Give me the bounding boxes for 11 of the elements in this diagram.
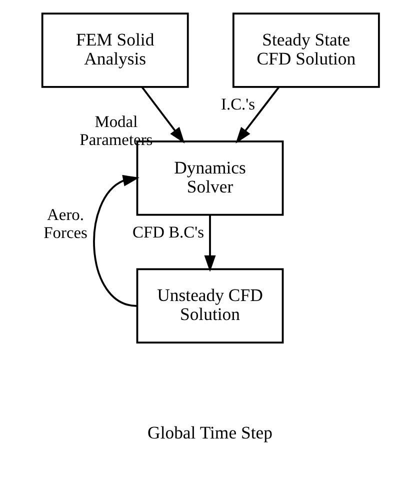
edge-label: I.C.'s [220, 94, 255, 114]
edge-label: CFD B.C's [132, 222, 204, 242]
arrow [235, 86, 280, 144]
edge-label: Aero. Forces [43, 205, 87, 242]
node-box: Unsteady CFD Solution [136, 268, 284, 344]
node-box: Steady State CFD Solution [232, 12, 380, 88]
label: Global Time Step [147, 422, 272, 442]
node-box: FEM Solid Analysis [40, 12, 188, 88]
arrow [204, 214, 216, 272]
arrow [140, 86, 184, 144]
arrow [92, 174, 139, 307]
